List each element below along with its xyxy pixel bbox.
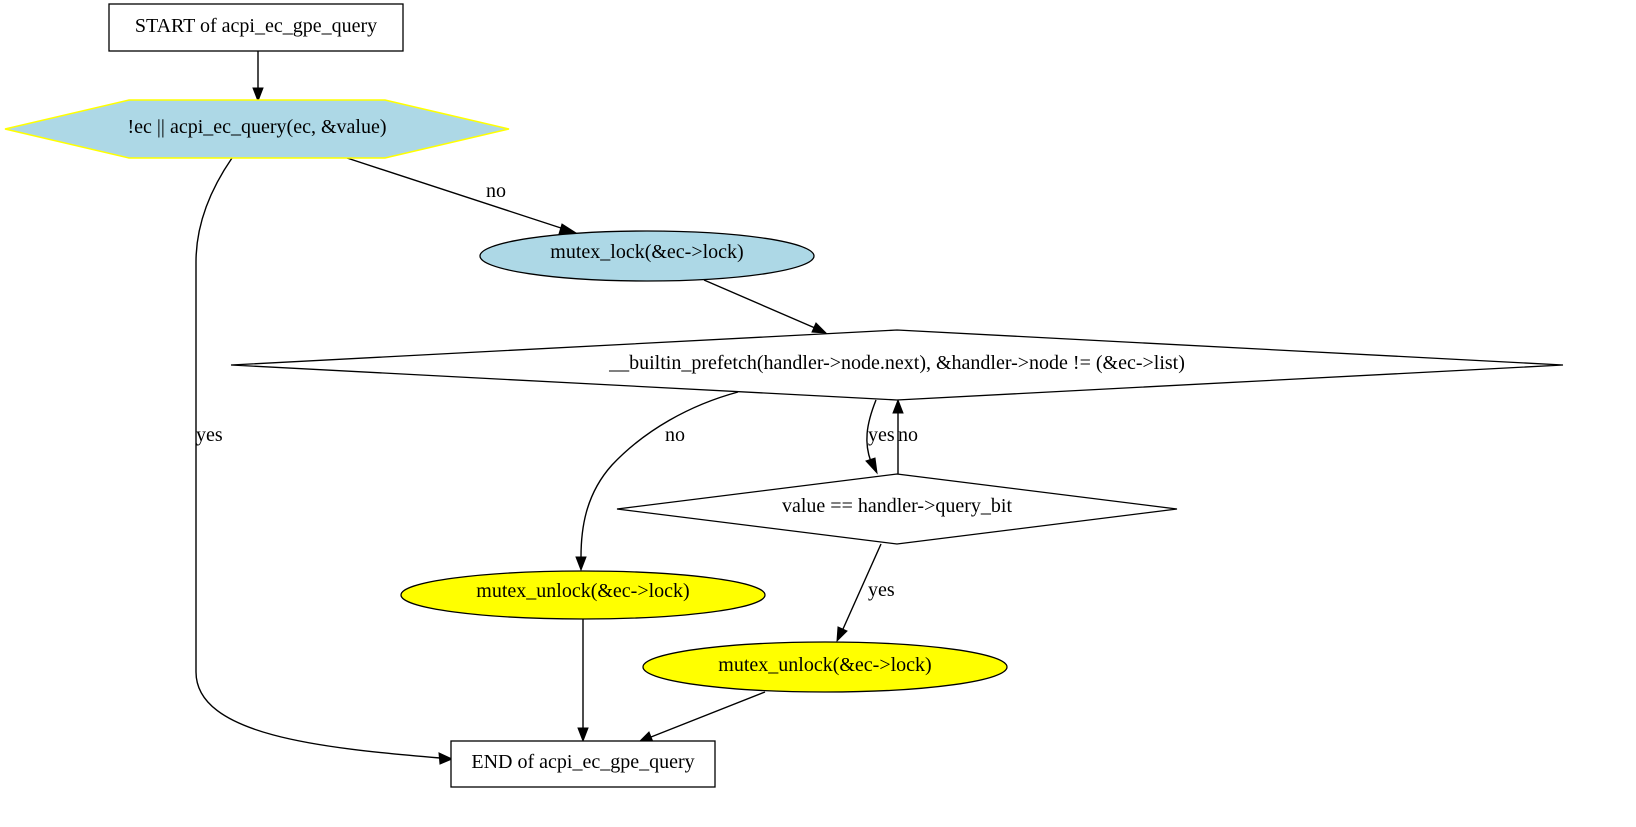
arrowhead-loop-to-value-check bbox=[865, 457, 878, 475]
node-mutex-unlock-left: mutex_unlock(&ec->lock) bbox=[400, 570, 766, 620]
arrowhead-condition-to-end bbox=[438, 752, 454, 765]
mutex-unlock-left-label: mutex_unlock(&ec->lock) bbox=[476, 580, 689, 602]
start-box bbox=[108, 3, 404, 52]
edge-loop-to-unlock-left bbox=[580, 391, 739, 558]
edge-label-condition-yes: yes bbox=[196, 424, 223, 446]
edge-lock-to-loop bbox=[703, 279, 816, 329]
mutex-lock-label: mutex_lock(&ec->lock) bbox=[550, 241, 743, 263]
value-check-label: value == handler->query_bit bbox=[782, 495, 1012, 517]
edge-label-loop-yes: yes bbox=[868, 424, 895, 446]
mutex-lock-ellipse bbox=[479, 230, 815, 282]
arrowhead-value-check-to-unlock-right bbox=[836, 626, 848, 643]
end-box bbox=[450, 740, 716, 788]
edge-condition-to-lock bbox=[346, 157, 565, 230]
arrowhead-start-to-condition bbox=[252, 87, 264, 103]
edge-label-loop-no: no bbox=[665, 424, 685, 446]
end-label: END of acpi_ec_gpe_query bbox=[471, 751, 694, 773]
arrowhead-value-check-to-loop bbox=[892, 398, 904, 414]
arrowhead-loop-to-unlock-left bbox=[575, 556, 587, 572]
loop-label: __builtin_prefetch(handler->node.next), … bbox=[608, 352, 1185, 374]
mutex-unlock-right-label: mutex_unlock(&ec->lock) bbox=[718, 654, 931, 676]
condition-hexagon bbox=[4, 99, 510, 159]
condition-label: !ec || acpi_ec_query(ec, &value) bbox=[128, 116, 387, 138]
edge-label-value-check-yes: yes bbox=[868, 579, 895, 601]
mutex-unlock-right-ellipse bbox=[642, 641, 1008, 693]
arrowhead-lock-to-loop bbox=[811, 322, 828, 334]
loop-diamond bbox=[230, 329, 1564, 401]
edge-condition-to-end bbox=[195, 157, 441, 759]
mutex-unlock-left-ellipse bbox=[400, 570, 766, 620]
edge-labels: yes no no yes no yes bbox=[196, 180, 918, 601]
node-loop-condition: __builtin_prefetch(handler->node.next), … bbox=[230, 329, 1564, 401]
start-label: START of acpi_ec_gpe_query bbox=[135, 15, 377, 37]
edge-unlock-right-to-end bbox=[650, 691, 766, 738]
edge-loop-to-value-check bbox=[866, 399, 877, 463]
node-mutex-unlock-right: mutex_unlock(&ec->lock) bbox=[642, 641, 1008, 693]
value-check-diamond bbox=[616, 473, 1178, 545]
edge-value-check-to-unlock-right bbox=[842, 543, 882, 630]
node-value-check: value == handler->query_bit bbox=[616, 473, 1178, 545]
edge-label-value-check-no: no bbox=[898, 424, 918, 446]
arrowhead-condition-to-lock bbox=[558, 223, 578, 235]
edge-label-condition-no: no bbox=[486, 180, 506, 202]
arrowhead-unlock-left-to-end bbox=[577, 727, 589, 743]
node-null-check-condition: !ec || acpi_ec_query(ec, &value) bbox=[4, 99, 510, 159]
edges bbox=[195, 51, 904, 765]
node-start: START of acpi_ec_gpe_query bbox=[108, 3, 404, 52]
node-end: END of acpi_ec_gpe_query bbox=[450, 740, 716, 788]
node-mutex-lock: mutex_lock(&ec->lock) bbox=[479, 230, 815, 282]
